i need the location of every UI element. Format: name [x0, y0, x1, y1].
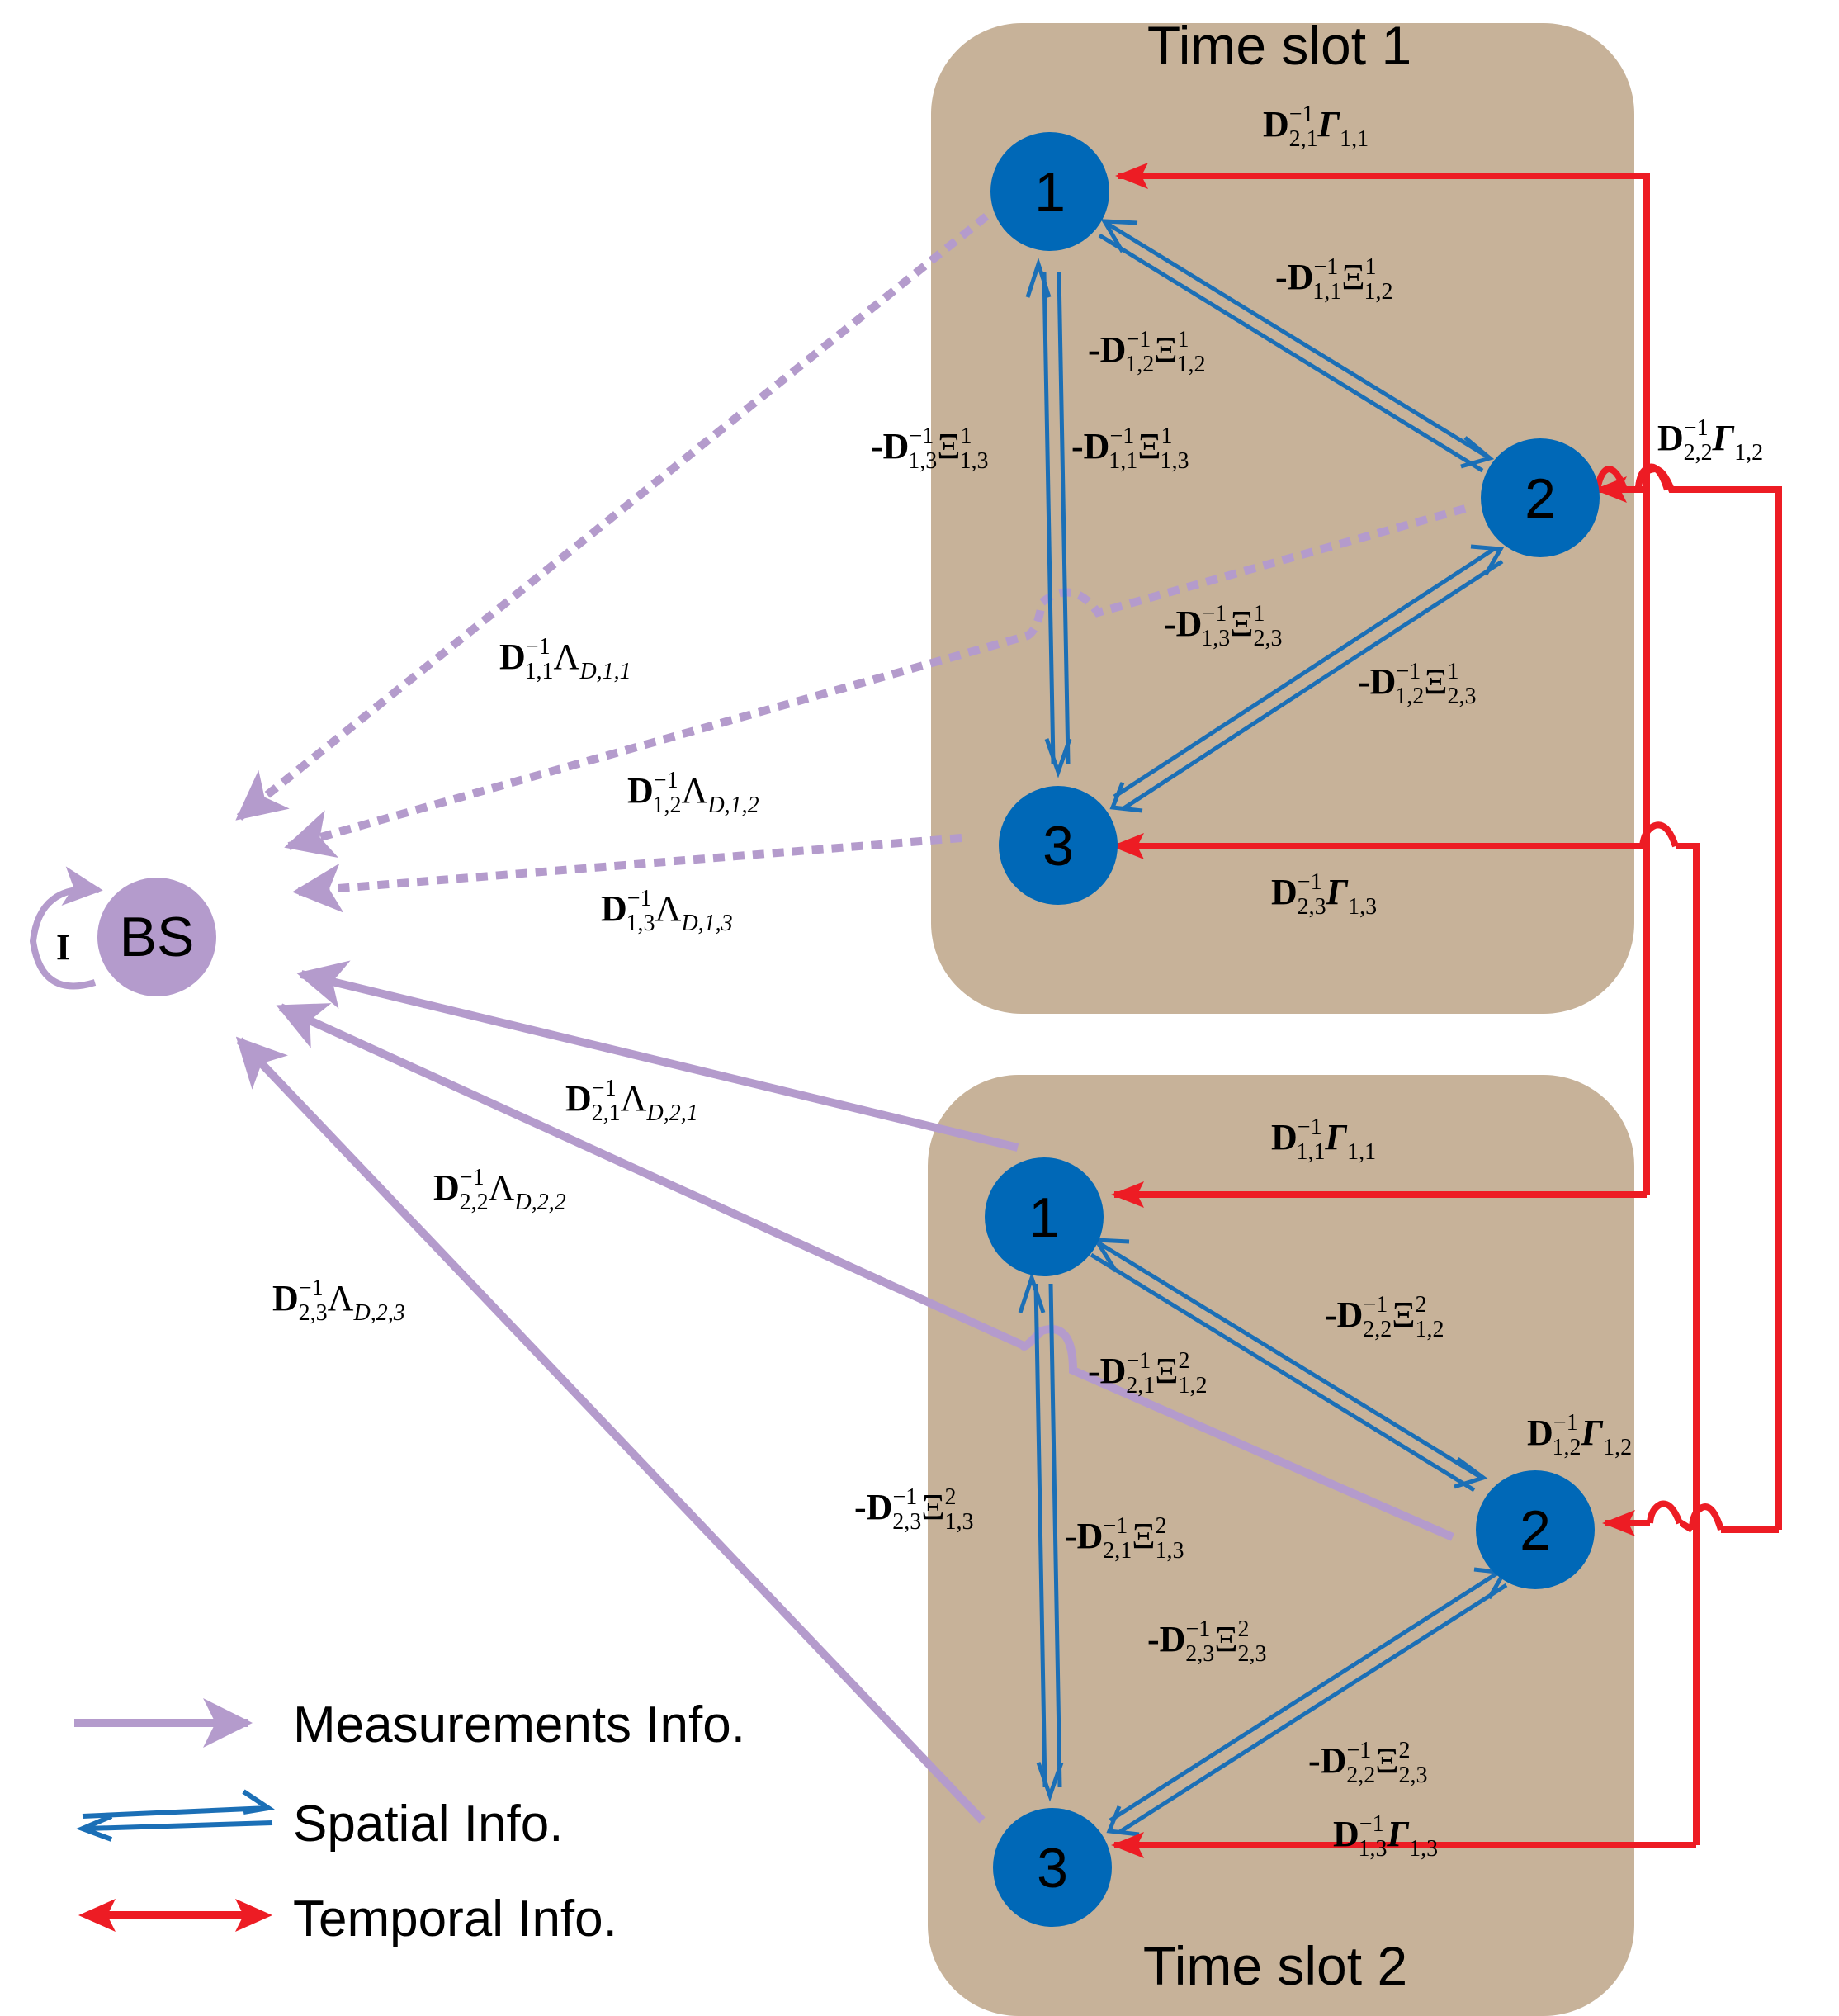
- measurement-link-s2-n2: [276, 1003, 1455, 1541]
- legend-measurement-label: Measurements Info.: [293, 1697, 745, 1753]
- slot-2-node-1: [985, 1157, 1104, 1276]
- spatial-links-slot-2: [1018, 1238, 1508, 1837]
- bs-self-loop-arrow: [29, 866, 103, 990]
- slot-1-node-3-label: 3: [1042, 815, 1074, 878]
- spatial-links-slot-1: [1025, 219, 1505, 813]
- legend: Measurements Info. Spatial Info. Tempora…: [74, 1697, 745, 1947]
- time-slot-1-panel: [931, 23, 1634, 1014]
- time-slot-1-title: Time slot 1: [1147, 15, 1411, 76]
- base-station: BS I: [29, 866, 216, 996]
- measurement-link-s2-n1: [296, 960, 1019, 1152]
- bs-self-loop-label: I: [56, 927, 70, 968]
- time-slot-2-panel: [928, 1075, 1634, 2016]
- measurement-links-slot-2: [235, 960, 1455, 1824]
- slot-2-nodes: 1 2 3: [985, 1157, 1595, 1927]
- bs-node: [97, 878, 216, 996]
- measurement-link-s1-n2: [284, 504, 1467, 859]
- slot-1-node-2: [1481, 438, 1600, 557]
- slot-1-node-2-label: 2: [1525, 467, 1556, 530]
- slot-1-node-3: [999, 786, 1118, 905]
- time-slot-2-title: Time slot 2: [1143, 1935, 1407, 1996]
- slot-2-node-1-label: 1: [1028, 1186, 1060, 1249]
- measurement-link-s1-n3: [292, 834, 962, 913]
- slot-2-node-2-label: 2: [1520, 1499, 1551, 1562]
- measurement-link-s2-n3: [235, 1036, 986, 1824]
- slot-2-node-3-label: 3: [1037, 1837, 1068, 1900]
- measurement-link-s1-n1: [235, 213, 990, 821]
- bs-label: BS: [120, 906, 195, 968]
- legend-spatial-label: Spatial Info.: [293, 1796, 563, 1853]
- legend-spatial-swatch: [75, 1789, 275, 1842]
- legend-temporal-label: Temporal Info.: [293, 1891, 617, 1947]
- slot-2-node-3: [993, 1808, 1112, 1927]
- slot-2-node-2: [1476, 1470, 1595, 1589]
- slot-1-nodes: 1 2 3: [990, 132, 1600, 905]
- slot-1-node-1-label: 1: [1034, 161, 1066, 224]
- measurement-links-slot-1: [235, 213, 1467, 913]
- temporal-s2n3-to-s1n3: [1676, 843, 1700, 1845]
- temporal-s2n1-to-s1n1: [1115, 163, 1650, 1195]
- temporal-links: [1111, 163, 1782, 1858]
- slot-1-node-1: [990, 132, 1109, 251]
- legend-temporal-swatch: [78, 1899, 272, 1932]
